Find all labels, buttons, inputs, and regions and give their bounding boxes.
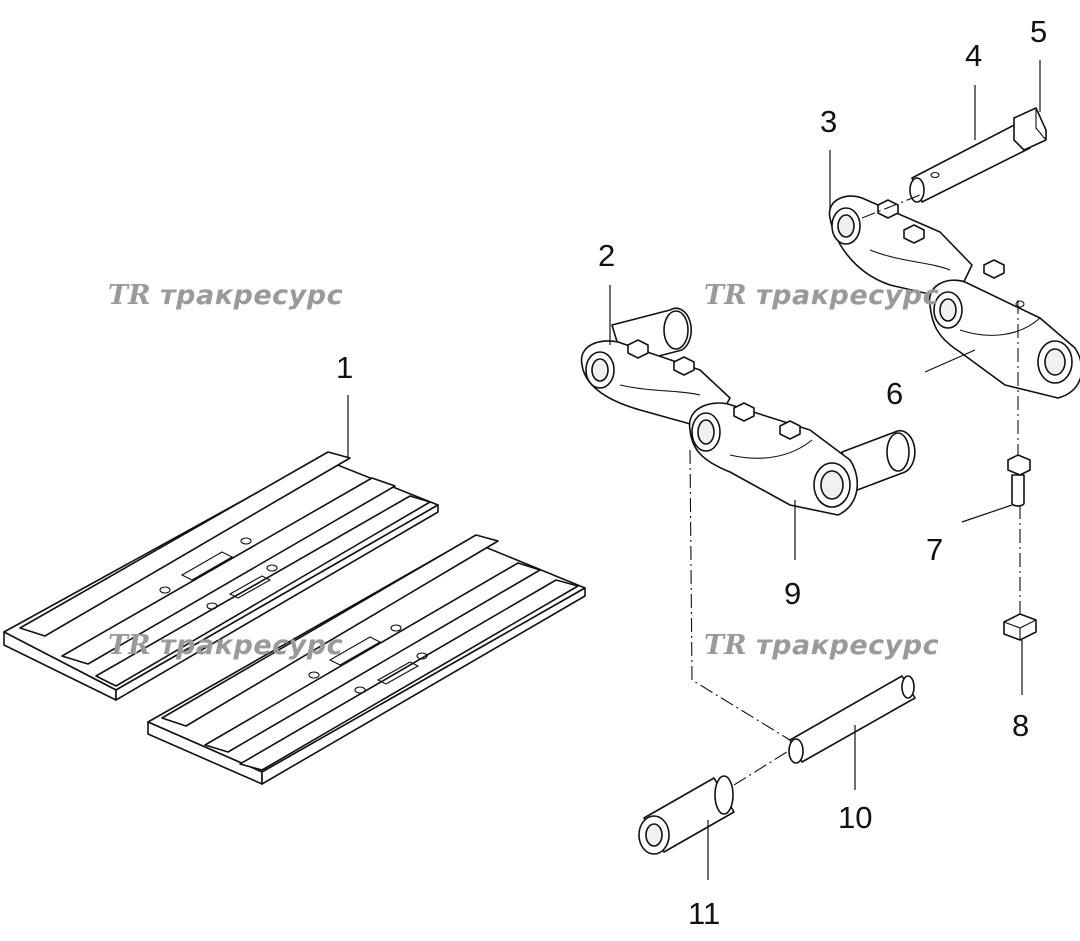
watermark-bottom-right: TR тракресурс: [704, 630, 939, 661]
track-link-assembly-upper: [828, 195, 1080, 399]
watermark-logo: TR: [108, 630, 151, 661]
watermark-logo: TR: [108, 280, 151, 311]
callout-labels: 1 2 3 4 5 6 7 8 9 10 11: [336, 14, 1047, 931]
callout-6: 6: [886, 376, 903, 411]
callout-3: 3: [820, 104, 837, 139]
watermark-text: тракресурс: [756, 630, 939, 661]
watermark-bottom-left: TR тракресурс: [108, 630, 343, 661]
callout-10: 10: [838, 800, 872, 835]
callout-11: 11: [688, 896, 720, 931]
assembly-center-lines: [689, 194, 1021, 786]
callout-1: 1: [336, 350, 353, 385]
callout-5: 5: [1030, 14, 1047, 49]
watermark-text: тракресурс: [160, 280, 343, 311]
callout-9: 9: [784, 576, 801, 611]
watermark-top-right: TR тракресурс: [704, 280, 939, 311]
watermark-top-left: TR тракресурс: [108, 280, 343, 311]
track-pin: [788, 675, 916, 764]
leader-lines: [347, 60, 1041, 880]
shoe-bolt: [1007, 454, 1031, 507]
watermark-text: тракресурс: [756, 280, 939, 311]
master-pin: [909, 107, 1047, 203]
track-shoe-upper: [3, 451, 439, 701]
callout-7: 7: [926, 532, 943, 567]
track-link-assembly-lower: [580, 307, 916, 516]
bolt-heads-upper: [877, 199, 1005, 279]
track-bushing: [638, 775, 735, 855]
callout-2: 2: [598, 238, 615, 273]
watermark-logo: TR: [704, 630, 747, 661]
watermark-logo: TR: [704, 280, 747, 311]
track-shoe-lower: [147, 534, 586, 785]
callout-8: 8: [1012, 708, 1029, 743]
bolt-heads-lower: [627, 339, 801, 440]
shoe-nut: [1003, 613, 1037, 641]
callout-4: 4: [965, 38, 982, 73]
watermark-text: тракресурс: [160, 630, 343, 661]
